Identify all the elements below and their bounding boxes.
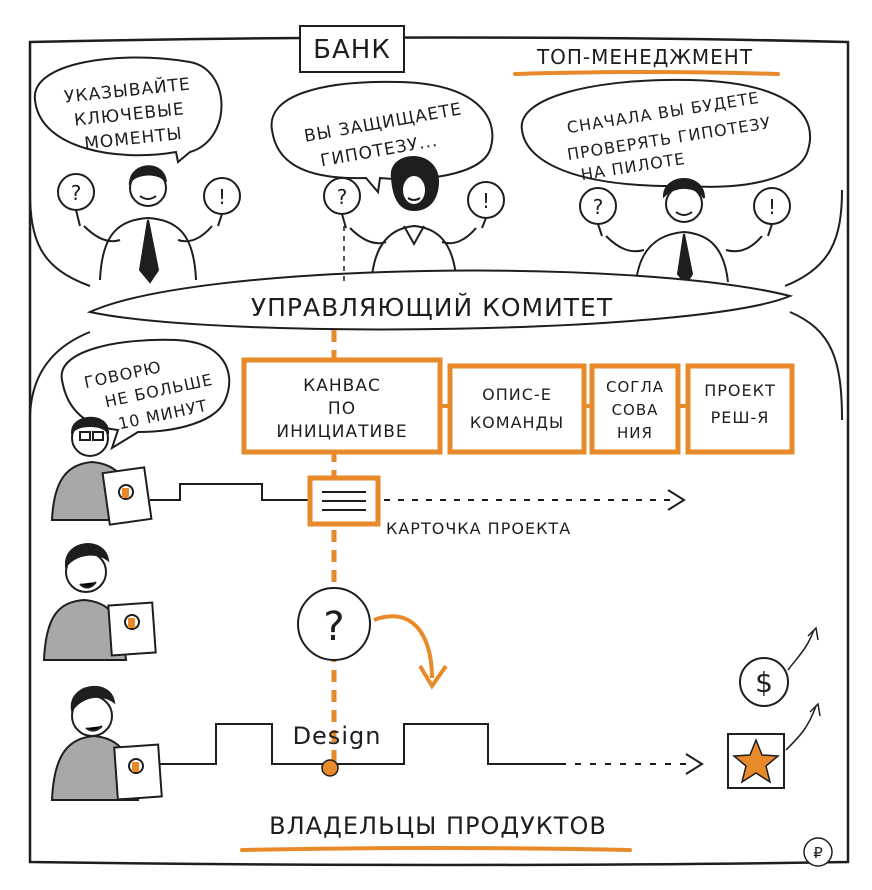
product-owner-1 <box>50 416 153 526</box>
header: БАНК ТОП-МЕНЕДЖМЕНТ <box>299 25 780 76</box>
product-owners-underline <box>240 846 632 852</box>
footer: ВЛАДЕЛЬЦЫ ПРОДУКТОВ ₽ <box>240 812 833 867</box>
design-label: Design <box>293 722 382 750</box>
exclamation-mark: ! <box>768 195 776 219</box>
step-3-line-2: СОВА <box>612 401 659 419</box>
speech-bubble-right: СНАЧАЛА ВЫ БУДЕТЕ ПРОВЕРЯТЬ ГИПОТЕЗУ НА … <box>520 78 811 198</box>
dollar-icon <box>739 657 789 707</box>
step-1-line-2: ПО <box>328 399 356 419</box>
bank-title-box <box>299 25 405 73</box>
question-mark: ? <box>593 195 604 219</box>
design-milestone-dot <box>321 759 339 777</box>
step-2-line-1: ОПИС-Е <box>482 385 552 404</box>
step-3-line-1: СОГЛА <box>606 378 664 396</box>
corner-mark-circle <box>803 837 833 867</box>
process-steps: КАНВАС ПО ИНИЦИАТИВЕ ОПИС-Е КОМАНДЫ СОГЛ… <box>241 357 795 455</box>
decision-question: ? <box>297 587 448 690</box>
step-team-description: ОПИС-Е КОМАНДЫ <box>447 363 587 455</box>
product-owner-3 <box>50 685 163 801</box>
design-timeline: Design <box>160 722 704 777</box>
exclamation-mark: ! <box>482 189 490 213</box>
project-card: КАРТОЧКА ПРОЕКТА <box>150 475 686 538</box>
step-initiative-canvas: КАНВАС ПО ИНИЦИАТИВЕ <box>241 357 443 455</box>
exclamation-mark: ! <box>218 185 226 209</box>
manager-middle-figure: ? ! <box>323 156 505 277</box>
step-4-line-2: РЕШ-Я <box>711 408 770 427</box>
top-management-underline <box>513 70 780 76</box>
question-mark: ? <box>337 185 348 209</box>
step-project-decision: ПРОЕКТ РЕШ-Я <box>685 363 795 455</box>
manager-right-figure: ? ! <box>579 178 791 286</box>
bank-title: БАНК <box>313 35 391 65</box>
dollar-sign: $ <box>755 666 773 699</box>
step-approvals: СОГЛА СОВА НИЯ <box>589 363 681 455</box>
decision-curve-arrow <box>373 614 434 679</box>
step-4-line-1: ПРОЕКТ <box>704 381 776 400</box>
speech-bubble-left: УКАЗЫВАЙТЕ КЛЮЧЕВЫЕ МОМЕНТЫ <box>33 56 223 164</box>
top-management-title: ТОП-МЕНЕДЖМЕНТ <box>536 45 753 69</box>
question-mark: ? <box>71 181 82 205</box>
step-3-line-3: НИЯ <box>617 424 653 442</box>
product-owners-zone <box>29 311 843 421</box>
manager-left-figure: ? ! <box>57 165 241 284</box>
star-icon <box>732 737 780 784</box>
product-owner-2 <box>42 543 157 661</box>
steering-committee: УПРАВЛЯЮЩИЙ КОМИТЕТ <box>86 269 794 331</box>
project-card-label: КАРТОЧКА ПРОЕКТА <box>386 519 571 538</box>
step-1-line-1: КАНВАС <box>303 376 381 396</box>
committee-label: УПРАВЛЯЮЩИЙ КОМИТЕТ <box>251 293 613 322</box>
outcomes: $ <box>727 626 821 789</box>
step-2-line-2: КОМАНДЫ <box>470 413 564 432</box>
speech-bubble-middle: ВЫ ЗАЩИЩАЕТЕ ГИПОТЕЗУ... <box>270 80 494 195</box>
top-management-zone <box>29 189 843 287</box>
corner-mark: ₽ <box>813 844 823 862</box>
committee-lens <box>86 269 794 331</box>
step-1-line-3: ИНИЦИАТИВЕ <box>276 422 407 442</box>
product-owners-label: ВЛАДЕЛЬЦЫ ПРОДУКТОВ <box>269 812 607 840</box>
owner-1-timeline <box>150 483 310 501</box>
decision-question-mark: ? <box>323 604 344 650</box>
